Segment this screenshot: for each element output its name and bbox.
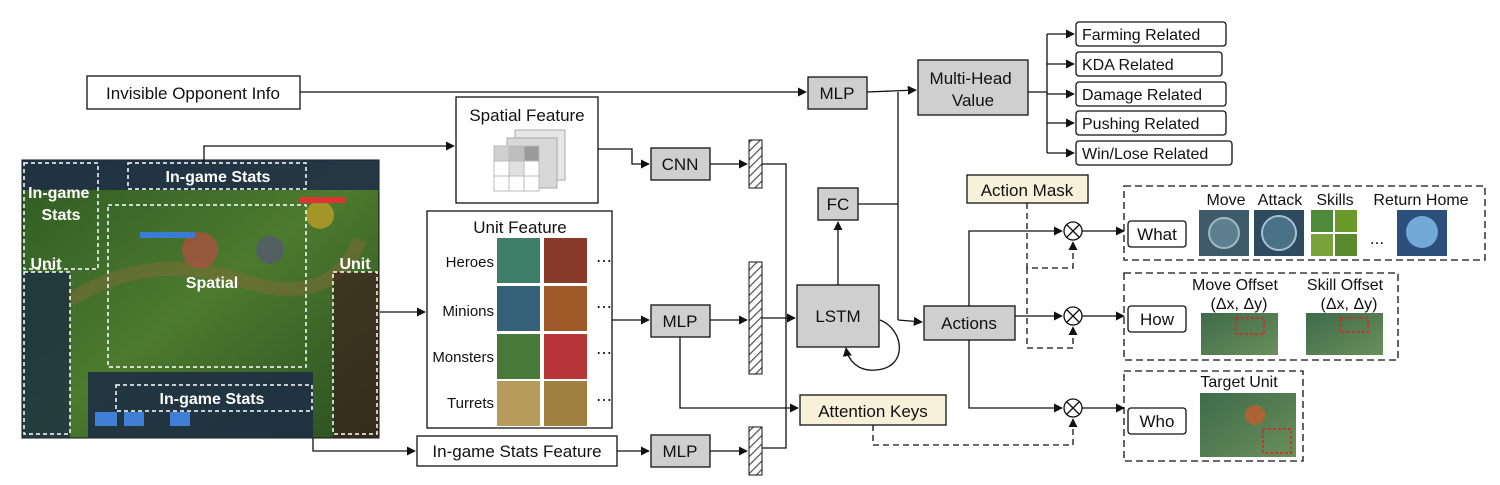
what-option-move: Move: [1206, 192, 1245, 209]
unit-thumbnails: [497, 238, 587, 426]
ellipsis-minions: ⋯: [596, 299, 612, 316]
value-heads: Farming Related KDA Related Damage Relat…: [1075, 21, 1233, 166]
fc-box: [817, 187, 859, 221]
unit-row-turrets: Turrets: [447, 395, 494, 412]
multi-head-value-line1: Multi-Head: [930, 69, 1012, 88]
what-option-attack: Attack: [1258, 192, 1303, 209]
value-pushing: Pushing Related: [1082, 116, 1199, 133]
unit-embedding-vector: [748, 261, 763, 375]
unit-row-heroes: Heroes: [446, 254, 494, 271]
action-mask-label: Action Mask: [981, 181, 1074, 200]
what-icons: [1199, 210, 1447, 256]
unit-feature-label: Unit Feature: [473, 218, 567, 237]
what-box: [1127, 220, 1187, 248]
what-option-return-home: Return Home: [1373, 192, 1468, 209]
spatial-grid-icon: [493, 129, 566, 192]
attention-keys-box: [799, 394, 947, 426]
mlp-opponent-box: [807, 76, 868, 110]
how-move-delta: (Δx, Δy): [1211, 296, 1268, 313]
label-unit-right: Unit: [339, 256, 371, 273]
what-panel: [1123, 185, 1486, 261]
how-move-offset-label: Move Offset: [1192, 277, 1279, 294]
who-label: Who: [1140, 412, 1175, 431]
label-stats-left: In-game Stats: [28, 185, 94, 224]
unit-row-minions: Minions: [442, 303, 494, 320]
attention-keys-label: Attention Keys: [818, 402, 928, 421]
ellipsis-turrets: ⋯: [596, 392, 612, 409]
mlp-stats-box: [650, 434, 711, 468]
value-damage: Damage Related: [1082, 87, 1202, 104]
who-panel: [1123, 370, 1304, 462]
who-thumbnail: [1200, 393, 1296, 457]
stats-feature-box: [416, 435, 618, 467]
lstm-label: LSTM: [815, 307, 860, 326]
label-stats-top: In-game Stats: [166, 169, 271, 186]
fc-label: FC: [827, 195, 850, 214]
how-label: How: [1140, 310, 1175, 329]
multi-head-value-box: [917, 59, 1029, 116]
action-mask-box: [966, 174, 1089, 204]
label-unit-left: Unit: [30, 256, 62, 273]
connectors: [203, 29, 1125, 456]
how-skill-offset-label: Skill Offset: [1307, 277, 1384, 294]
ellipsis-heroes: ⋯: [596, 253, 612, 270]
actions-box: [923, 305, 1016, 341]
label-stats-left-line1: In-game: [28, 185, 89, 202]
mlp-opponent-label: MLP: [820, 84, 855, 103]
invisible-opponent-box: [86, 75, 301, 110]
combine-who-icon: [1063, 398, 1083, 418]
combine-how-icon: [1063, 306, 1083, 326]
how-panel: [1123, 272, 1399, 361]
value-win-lose: Win/Lose Related: [1082, 146, 1208, 163]
how-thumbnails: [1201, 313, 1383, 355]
mlp-unit-label: MLP: [663, 312, 698, 331]
spatial-feature-label: Spatial Feature: [469, 106, 584, 125]
combine-what-icon: [1063, 221, 1083, 241]
ellipsis-monsters: ⋯: [596, 345, 612, 362]
stats-feature-label: In-game Stats Feature: [432, 442, 601, 461]
invisible-opponent-label: Invisible Opponent Info: [106, 84, 280, 103]
lstm-box: [796, 284, 880, 348]
multi-head-value-label: Multi-Head Value: [930, 69, 1017, 110]
unit-row-monsters: Monsters: [432, 349, 494, 366]
cnn-box: [650, 147, 711, 181]
who-target-unit-label: Target Unit: [1200, 374, 1278, 391]
value-farming: Farming Related: [1082, 27, 1200, 44]
game-screenshot: In-game Stats In-game Stats Unit Unit Sp…: [21, 159, 380, 439]
stats-embedding-vector: [748, 426, 763, 476]
who-box: [1127, 407, 1187, 435]
how-skill-delta: (Δx, Δy): [1321, 296, 1378, 313]
multi-head-value-line2: Value: [952, 91, 994, 110]
what-option-skills: Skills: [1316, 192, 1353, 209]
label-stats-left-line2: Stats: [41, 207, 80, 224]
mlp-unit-box: [650, 304, 711, 338]
actions-label: Actions: [941, 314, 997, 333]
how-box: [1127, 305, 1187, 333]
value-kda: KDA Related: [1082, 57, 1174, 74]
cnn-label: CNN: [662, 155, 699, 174]
label-spatial: Spatial: [186, 275, 238, 292]
spatial-embedding-vector: [748, 139, 763, 189]
what-ellipsis: ...: [1370, 229, 1384, 248]
what-label: What: [1137, 225, 1177, 244]
label-stats-bottom: In-game Stats: [160, 391, 265, 408]
mlp-stats-label: MLP: [663, 442, 698, 461]
